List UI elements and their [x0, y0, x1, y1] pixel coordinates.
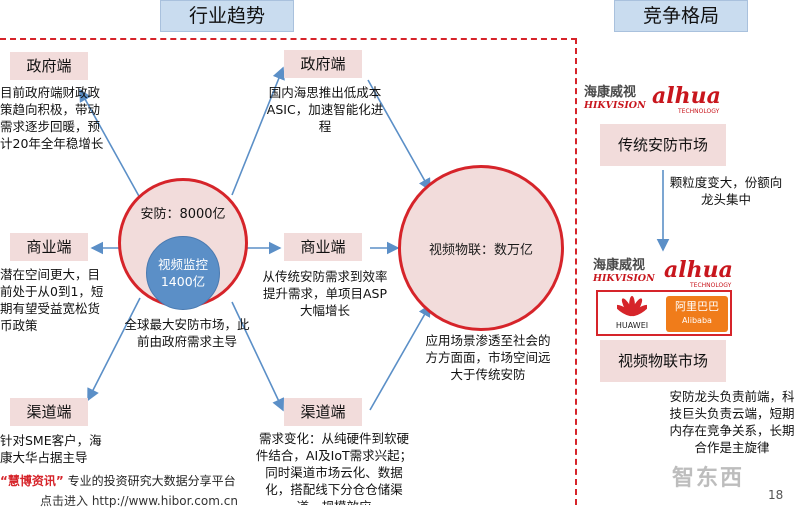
left-gov-desc: 目前政府端财政政策趋向积极，带动需求逐步回暖，预计20年全年稳增长 [0, 85, 104, 151]
footer-link[interactable]: 点击进入 http://www.hibor.com.cn [40, 494, 238, 508]
security-market-label: 安防：8000亿 [140, 207, 226, 222]
traditional-market-box: 传统安防市场 [600, 124, 726, 166]
left-channel-label: 渠道端 [10, 398, 88, 426]
hikvision-en-text: HIKVISION [584, 100, 646, 111]
mid-biz-desc: 从传统安防需求到效率提升需求，单项目ASP大幅增长 [262, 269, 388, 318]
mid-channel-label: 渠道端 [284, 398, 362, 426]
footer-line: “慧博资讯” 专业的投资研究大数据分享平台 [0, 472, 236, 489]
center-desc: 全球最大安防市场，此前由政府需求主导 [124, 317, 250, 349]
right-desc: 应用场景渗透至社会的方方面面，市场空间远大于传统安防 [425, 333, 551, 382]
hikvision-cn-text: 海康威视 [584, 85, 637, 100]
hikvision-logo-top: 海康威视 HIKVISION [584, 85, 652, 119]
dahua-logo-top: alhua TECHNOLOGY [652, 84, 758, 120]
dahua-text-2: alhua [664, 257, 733, 283]
competition-header: 竞争格局 [614, 0, 748, 32]
mid-gov-desc: 国内海思推出低成本ASIC，加速智能化进程 [266, 85, 384, 134]
footer-tagline: 专业的投资研究大数据分享平台 [67, 474, 236, 488]
video-iot-circle: 视频物联：数万亿 [398, 165, 564, 331]
dahua-logo-bottom: alhua TECHNOLOGY [664, 258, 770, 294]
mid-channel-desc: 需求变化：从纯硬件到软硬件结合，AI及IoT需求兴起；同时渠道市场云化、数据化，… [255, 431, 413, 505]
iot-market-desc: 安防龙头负责前端，科技巨头负责云端，短期内存在竞争关系，长期合作是主旋律 [669, 389, 795, 455]
hikvision-en-text-2: HIKVISION [593, 273, 655, 284]
left-biz-label: 商业端 [10, 233, 88, 261]
huawei-flower-icon [615, 296, 649, 317]
left-channel-desc: 针对SME客户，海康大华占据主导 [0, 433, 102, 465]
trend-frame [0, 38, 577, 505]
traditional-market-desc: 颗粒度变大，份额向龙头集中 [669, 175, 783, 207]
left-gov-label: 政府端 [10, 52, 88, 80]
mid-gov-label: 政府端 [284, 50, 362, 78]
video-surveillance-circle: 视频监控1400亿 [146, 236, 220, 310]
video-surveillance-label: 视频监控1400亿 [157, 257, 208, 289]
left-biz-desc: 潜在空间更大，目前处于从0到1，短期有望受益宽松货币政策 [0, 267, 104, 333]
huawei-text: HUAWEI [615, 321, 649, 330]
dahua-sub-text-2: TECHNOLOGY [690, 282, 732, 289]
hikvision-logo-bottom: 海康威视 HIKVISION [593, 258, 661, 292]
page-number: 18 [768, 488, 784, 502]
video-iot-label: 视频物联：数万亿 [428, 242, 533, 258]
trend-header: 行业趋势 [160, 0, 294, 32]
watermark-text: 智东西 [672, 466, 745, 491]
tech-giants-box: HUAWEI 阿里巴巴 Alibaba [596, 290, 732, 336]
footer-brand: “慧博资讯” [0, 474, 64, 488]
mid-biz-label: 商业端 [284, 233, 362, 261]
alibaba-cn-text: 阿里巴巴 [675, 300, 719, 313]
dahua-text: alhua [652, 83, 721, 109]
dahua-sub-text: TECHNOLOGY [678, 108, 720, 115]
huawei-logo: HUAWEI [602, 295, 662, 333]
iot-market-box: 视频物联市场 [600, 340, 726, 382]
alibaba-logo: 阿里巴巴 Alibaba [666, 296, 728, 332]
hikvision-cn-text-2: 海康威视 [593, 258, 646, 273]
alibaba-en-text: Alibaba [682, 316, 712, 325]
